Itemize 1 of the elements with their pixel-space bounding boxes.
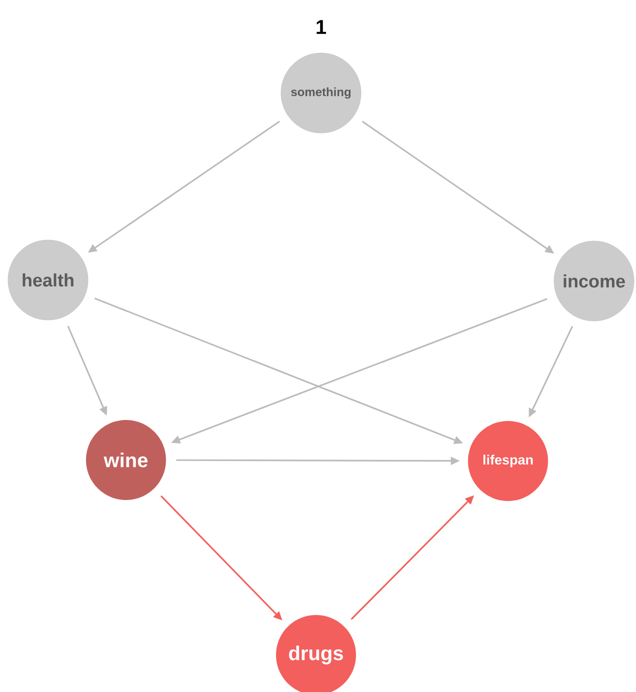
title: 1 [316,20,326,34]
